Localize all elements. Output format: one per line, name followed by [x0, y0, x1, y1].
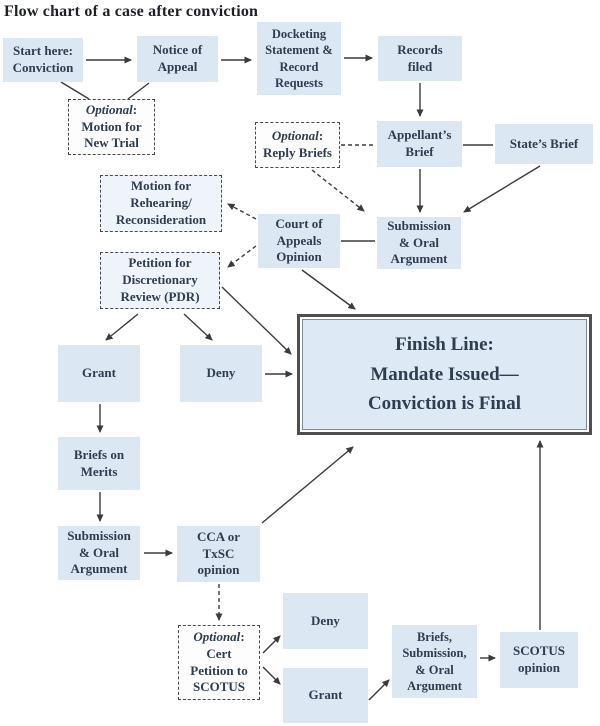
node-optional-reply-briefs: Optional: Reply Briefs: [255, 122, 340, 168]
arrow-pdr-to-deny: [183, 313, 213, 341]
arrow-grant-to-briefs-submission: [368, 679, 390, 701]
dashed-arrow-court-to-pdr: [227, 245, 257, 268]
finish-line-inner: Finish Line: Mandate Issued— Conviction …: [302, 319, 587, 430]
node-grant-pdr: Grant: [58, 345, 140, 402]
node-records-filed: Records filed: [378, 36, 462, 81]
node-deny-cert: Deny: [283, 593, 368, 649]
arrow-cert-petition-to-grant: [262, 666, 281, 685]
node-start-conviction: Start here: Conviction: [3, 38, 83, 82]
node-briefs-on-merits: Briefs on Merits: [58, 437, 140, 490]
node-briefs-submission-oral-argument: Briefs, Submission, & Oral Argument: [392, 625, 477, 698]
node-optional-cert-petition-scotus: Optional: Cert Petition to SCOTUS: [178, 625, 260, 700]
optional-label: Optional: [85, 101, 133, 117]
node-scotus-opinion: SCOTUS opinion: [500, 632, 578, 688]
node-finish-line-mandate-issued: Finish Line: Mandate Issued— Conviction …: [297, 314, 592, 435]
arrow-court-opinion-to-finish: [301, 269, 356, 310]
node-submission-oral-argument-2: Submission & Oral Argument: [58, 526, 140, 580]
node-petition-discretionary-review: Petition for Discretionary Review (PDR): [100, 252, 220, 309]
arrow-cca-to-finish: [261, 446, 354, 524]
node-notice-of-appeal: Notice of Appeal: [137, 36, 218, 82]
arrow-cert-petition-to-deny: [262, 635, 281, 654]
dashed-arrow-reply-briefs-to-submission: [311, 169, 365, 212]
chart-title: Flow chart of a case after conviction: [4, 3, 259, 20]
arrow-pdr-to-grant: [105, 313, 139, 341]
line-start-motion-new-trial: [60, 81, 90, 100]
arrow-pdr-to-finish: [221, 286, 292, 355]
node-docketing-statement: Docketing Statement & Record Requests: [257, 22, 341, 95]
optional-label: Optional: [193, 628, 241, 644]
node-cca-or-txsc-opinion: CCA or TxSC opinion: [177, 526, 260, 582]
line-motion-new-trial-notice: [127, 82, 150, 100]
node-grant-cert: Grant: [283, 668, 368, 723]
node-optional-motion-new-trial: Optional: Motion for New Trial: [68, 99, 155, 155]
arrow-states-brief-to-submission: [463, 165, 541, 213]
node-appellants-brief: Appellant’s Brief: [377, 121, 462, 167]
node-court-of-appeals-opinion: Court of Appeals Opinion: [258, 214, 340, 268]
node-states-brief: State’s Brief: [495, 124, 593, 164]
optional-label: Optional: [271, 128, 319, 144]
node-deny-pdr: Deny: [180, 345, 262, 402]
node-submission-oral-argument-1: Submission & Oral Argument: [377, 217, 461, 269]
node-motion-rehearing-reconsideration: Motion for Rehearing/ Reconsideration: [100, 175, 222, 232]
dashed-arrow-court-to-motion-rehearing: [227, 203, 257, 220]
